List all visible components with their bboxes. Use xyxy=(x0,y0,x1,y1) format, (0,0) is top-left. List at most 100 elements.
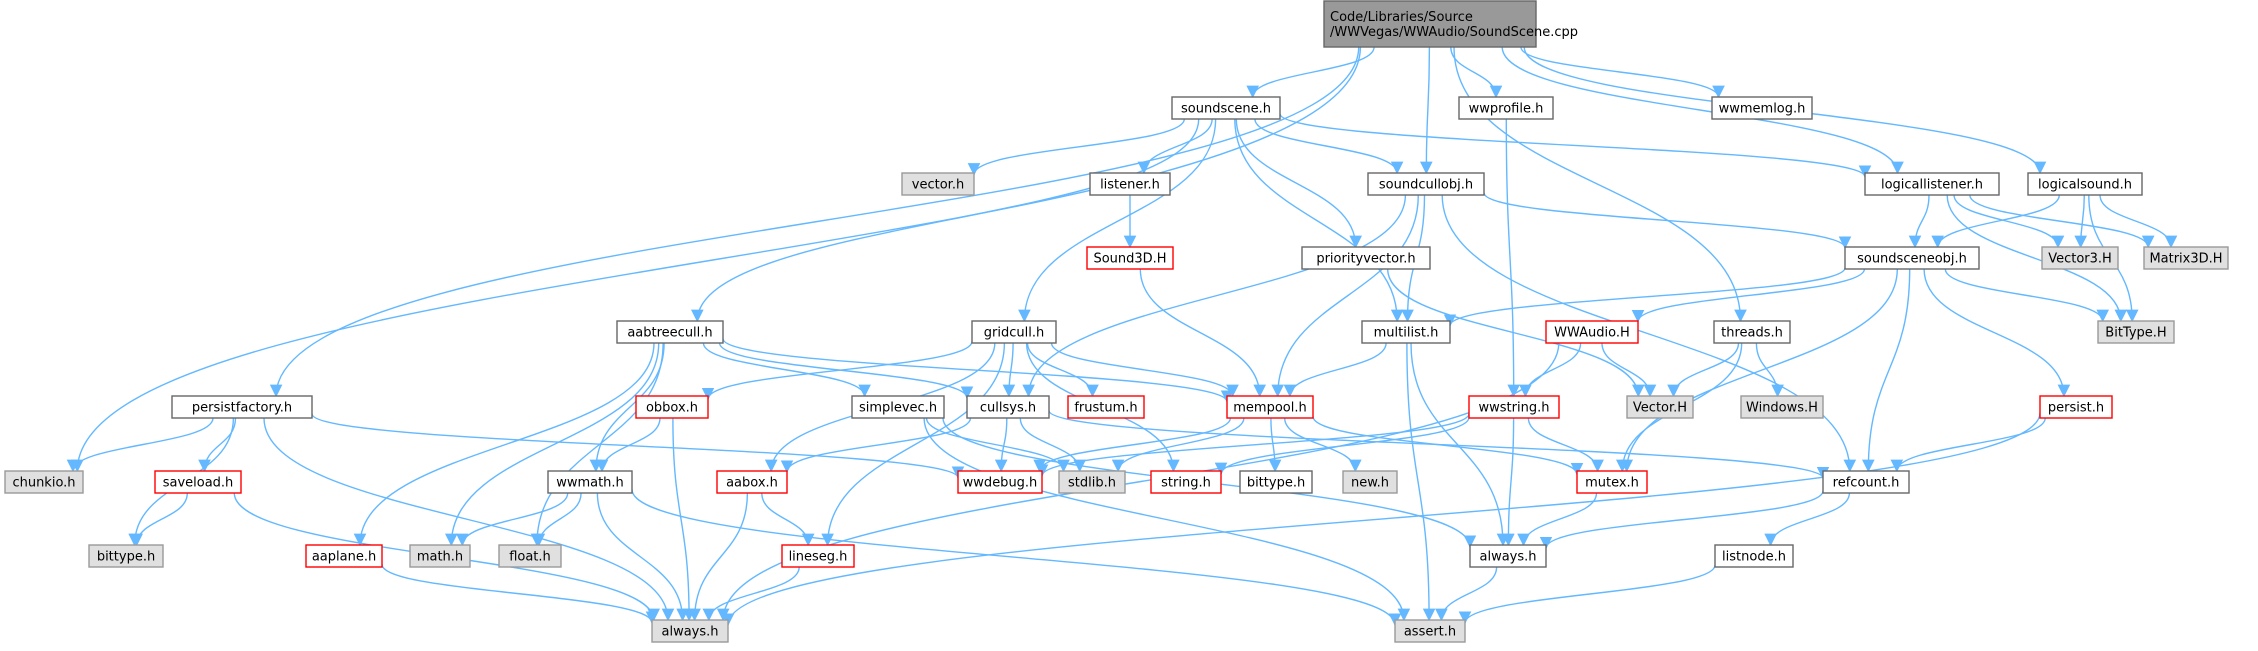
node-label: mempool.h xyxy=(1233,401,1306,416)
node-gridcull-h[interactable]: gridcull.h xyxy=(971,320,1057,344)
node-box xyxy=(1361,320,1451,344)
node-aabox-h: aabox.h xyxy=(716,470,788,494)
node-simplevec-h[interactable]: simplevec.h xyxy=(851,395,945,419)
node-mempool-h: mempool.h xyxy=(1226,395,1314,419)
node-logicalsound-h[interactable]: logicalsound.h xyxy=(2027,172,2143,196)
edge-aabtreecull_h-to-math_h xyxy=(445,342,660,547)
edge-persistfactory_h-to-chunkio_h xyxy=(66,417,214,473)
node-float-h: float.h xyxy=(498,544,562,568)
node-box xyxy=(781,544,855,568)
edge-persistfactory_h-to-saveload_h xyxy=(198,417,237,473)
node-wwmemlog-h[interactable]: wwmemlog.h xyxy=(1711,96,1813,120)
node-listnode-h[interactable]: listnode.h xyxy=(1714,544,1794,568)
node-stdlib-h: stdlib.h xyxy=(1058,470,1126,494)
node-priorityvector-h[interactable]: priorityvector.h xyxy=(1301,246,1431,270)
node-multilist-h[interactable]: multilist.h xyxy=(1361,320,1451,344)
edge-mempool_h-to-mutex_h xyxy=(1312,416,1584,476)
node-box xyxy=(901,172,975,196)
node-box xyxy=(1226,395,1314,419)
node-box xyxy=(1468,395,1560,419)
node-wwdebug-h: wwdebug.h xyxy=(957,470,1043,494)
node-box xyxy=(1171,96,1281,120)
node-persistfactory-h[interactable]: persistfactory.h xyxy=(171,395,313,419)
edge-wwaudio_h-to-always_h_bot xyxy=(716,342,1560,622)
node-wwaudio-h: WWAudio.H xyxy=(1545,320,1639,344)
edge-soundsceneobj_h-to-refcount_h xyxy=(1862,268,1911,473)
node-box xyxy=(957,470,1043,494)
edge-refcount_h-to-listnode_h xyxy=(1764,492,1851,547)
edge-soundsceneobj_h-to-persist_h xyxy=(1923,268,2071,398)
node-box xyxy=(616,320,724,344)
node-box xyxy=(1342,470,1398,494)
node-label: new.h xyxy=(1351,476,1389,491)
edge-wwmath_h-to-float_h xyxy=(532,492,582,547)
node-always-h-mid[interactable]: always.h xyxy=(1469,544,1547,568)
node-soundscene-h[interactable]: soundscene.h xyxy=(1171,96,1281,120)
node-label: string.h xyxy=(1161,476,1211,491)
node-root[interactable]: Code/Libraries/Source/WWVegas/WWAudio/So… xyxy=(1323,0,1578,48)
edge-simplevec_h-to-assert_h xyxy=(923,417,1411,622)
node-chunkio-h: chunkio.h xyxy=(4,470,84,494)
node-label: stdlib.h xyxy=(1068,476,1116,491)
edge-gridcull_h-to-cullsys_h xyxy=(1002,342,1016,398)
node-label: Sound3D.H xyxy=(1093,252,1166,267)
node-box xyxy=(1714,544,1794,568)
edge-persist_h-to-refcount_h xyxy=(1890,417,2046,473)
edge-threads_h-to-windows_h xyxy=(1755,342,1784,398)
edge-persistfactory_h-to-wwdebug_h xyxy=(311,413,965,480)
edge-wwstring_h-to-wwdebug_h xyxy=(1035,413,1470,478)
node-aabtreecull-h[interactable]: aabtreecull.h xyxy=(616,320,724,344)
node-threads-h[interactable]: threads.h xyxy=(1713,320,1791,344)
node-box xyxy=(305,544,383,568)
node-bittype-H: BitType.H xyxy=(2097,320,2175,344)
edge-soundcullobj_h-to-cullsys_h xyxy=(1022,194,1407,398)
node-wwprofile-h[interactable]: wwprofile.h xyxy=(1458,96,1554,120)
node-box xyxy=(154,470,242,494)
node-label: Matrix3D.H xyxy=(2149,252,2222,267)
node-wwmath-h[interactable]: wwmath.h xyxy=(547,470,633,494)
node-label: wwdebug.h xyxy=(963,476,1038,491)
edge-aabox_h-to-always_h_bot xyxy=(688,492,749,622)
node-listener-h[interactable]: listener.h xyxy=(1089,172,1171,196)
node-refcount-h[interactable]: refcount.h xyxy=(1822,470,1910,494)
edge-listnode_h-to-assert_h xyxy=(1458,564,1716,625)
node-label: always.h xyxy=(1479,550,1536,565)
edge-soundsceneobj_h-to-bittype_H xyxy=(1944,268,2109,323)
node-box xyxy=(1089,172,1171,196)
node-persist-h: persist.h xyxy=(2039,395,2113,419)
node-label: float.h xyxy=(509,550,551,565)
edge-gridcull_h-to-mempool_h xyxy=(1050,342,1239,398)
node-box xyxy=(1150,470,1222,494)
node-label: wwstring.h xyxy=(1479,401,1550,416)
edge-multilist_h-to-assert_h xyxy=(1406,342,1436,622)
edge-root-to-soundcullobj_h xyxy=(1420,46,1433,175)
node-box xyxy=(2041,246,2119,270)
edge-root-to-soundscene_h xyxy=(1246,46,1375,99)
edge-logicalsound_h-to-vector3_h xyxy=(2074,194,2088,249)
node-label: /WWVegas/WWAudio/SoundScene.cpp xyxy=(1330,25,1578,40)
node-label: wwprofile.h xyxy=(1469,102,1544,117)
node-label: chunkio.h xyxy=(12,476,75,491)
node-box xyxy=(1711,96,1813,120)
node-box xyxy=(1545,320,1639,344)
edge-soundsceneobj_h-to-multilist_h xyxy=(1443,267,1846,327)
edge-always_h_mid-to-assert_h xyxy=(1435,566,1498,622)
edge-aabtreecull_h-to-mempool_h xyxy=(722,338,1234,403)
edge-mempool_h-to-bittype_h2 xyxy=(1268,417,1282,473)
node-cullsys-h[interactable]: cullsys.h xyxy=(966,395,1050,419)
edge-multilist_h-to-mempool_h xyxy=(1283,342,1387,398)
node-box xyxy=(651,619,729,643)
node-label: bittype.h xyxy=(97,550,155,565)
node-box xyxy=(1713,320,1791,344)
node-label: Code/Libraries/Source xyxy=(1330,10,1473,25)
node-bittype-h2[interactable]: bittype.h xyxy=(1239,470,1313,494)
edge-aabtreecull_h-to-aaplane_h xyxy=(353,342,655,547)
node-soundsceneobj-h[interactable]: soundsceneobj.h xyxy=(1844,246,1980,270)
edge-cullsys_h-to-stdlib_h xyxy=(1019,417,1086,473)
node-label: BitType.H xyxy=(2105,326,2166,341)
node-aaplane-h: aaplane.h xyxy=(305,544,383,568)
node-soundcullobj-h[interactable]: soundcullobj.h xyxy=(1367,172,1485,196)
node-logicallistener-h[interactable]: logicallistener.h xyxy=(1864,172,2000,196)
node-box xyxy=(635,395,709,419)
edge-logicallistener_h-to-bittype_H xyxy=(1946,194,2128,323)
